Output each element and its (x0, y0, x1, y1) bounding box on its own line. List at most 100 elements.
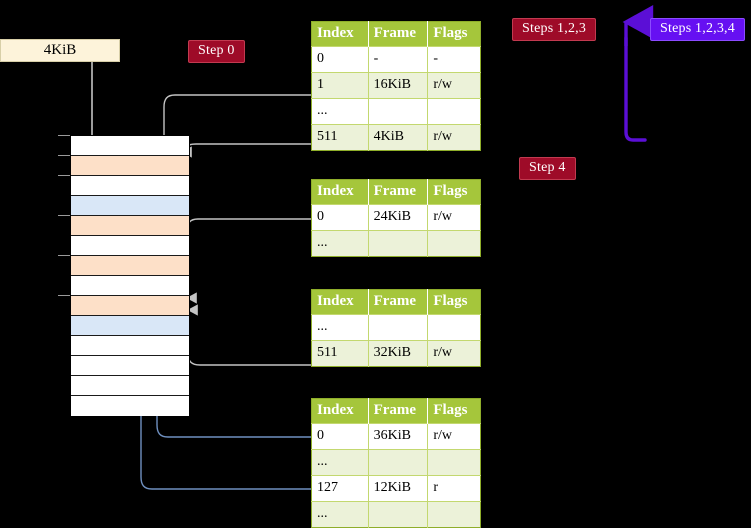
table-cell (427, 230, 481, 257)
table-row: ... (311, 314, 481, 341)
table-row: ... (311, 230, 481, 257)
memory-row (71, 216, 189, 236)
table-cell (368, 449, 429, 476)
table-cell (368, 314, 429, 341)
table-cell: 36KiB (368, 423, 429, 450)
table-cell: 32KiB (368, 340, 429, 367)
table-cell: r/w (427, 124, 481, 151)
steps-1234-label: Steps 1,2,3,4 (650, 18, 745, 41)
memory-row (71, 336, 189, 356)
table-cell: 127 (311, 475, 369, 502)
table-cell: 24KiB (368, 204, 429, 231)
memory-row (71, 276, 189, 296)
memory-tick (58, 135, 70, 136)
table-cell: - (427, 46, 481, 73)
memory-tick (58, 175, 70, 176)
table-cell (368, 501, 429, 528)
memory-row (71, 136, 189, 156)
table-cell: - (368, 46, 429, 73)
memory-row (71, 256, 189, 276)
memory-row (71, 196, 189, 216)
memory-row (71, 176, 189, 196)
table-cell (368, 230, 429, 257)
column-header-frame: Frame (368, 179, 429, 205)
memory-tick (58, 215, 70, 216)
step-4-label: Step 4 (519, 157, 576, 180)
table-cell: r/w (427, 204, 481, 231)
table-cell: 0 (311, 46, 369, 73)
table-cell (368, 98, 429, 125)
table-cell (427, 314, 481, 341)
table-cell: 0 (311, 204, 369, 231)
table-cell: ... (311, 314, 369, 341)
column-header-flags: Flags (427, 179, 481, 205)
memory-row (71, 356, 189, 376)
table-cell (427, 449, 481, 476)
column-header-index: Index (311, 179, 369, 205)
table-cell: ... (311, 449, 369, 476)
memory-tick (58, 155, 70, 156)
table-cell: r (427, 475, 481, 502)
memory-tick (58, 255, 70, 256)
column-header-frame: Frame (368, 289, 429, 315)
table-cell: 511 (311, 124, 369, 151)
column-header-flags: Flags (427, 21, 481, 47)
column-header-frame: Frame (368, 398, 429, 424)
table-row: ... (311, 449, 481, 476)
memory-row (71, 296, 189, 316)
step-0-label: Step 0 (188, 40, 245, 63)
table-row: ... (311, 501, 481, 528)
table-cell: 16KiB (368, 72, 429, 99)
table-cell: ... (311, 230, 369, 257)
column-header-frame: Frame (368, 21, 429, 47)
memory-row (71, 156, 189, 176)
table-row: 0-- (311, 46, 481, 73)
table-cell: ... (311, 98, 369, 125)
table-row: ... (311, 98, 481, 125)
table-cell: 12KiB (368, 475, 429, 502)
table-cell: 1 (311, 72, 369, 99)
column-header-index: Index (311, 21, 369, 47)
steps-123-label: Steps 1,2,3 (512, 18, 597, 41)
table-cell: 4KiB (368, 124, 429, 151)
memory-row (71, 376, 189, 396)
table-cell: r/w (427, 340, 481, 367)
memory-row (71, 396, 189, 416)
column-header-flags: Flags (427, 398, 481, 424)
table-cell: 511 (311, 340, 369, 367)
memory-row (71, 236, 189, 256)
column-header-index: Index (311, 398, 369, 424)
memory-size-label: 4KiB (0, 39, 120, 62)
column-header-flags: Flags (427, 289, 481, 315)
table-cell: ... (311, 501, 369, 528)
table-cell (427, 501, 481, 528)
memory-tick (58, 295, 70, 296)
physical-memory-column (70, 135, 190, 416)
table-cell (427, 98, 481, 125)
table-cell: r/w (427, 423, 481, 450)
table-cell: 0 (311, 423, 369, 450)
memory-row (71, 316, 189, 336)
